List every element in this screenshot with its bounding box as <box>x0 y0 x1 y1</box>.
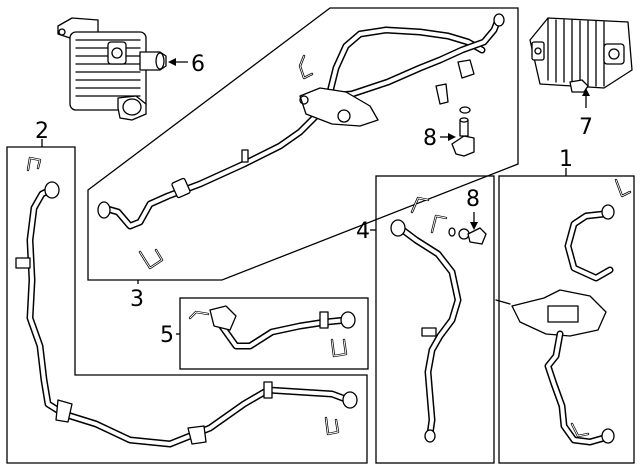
callout-8-upper-arrow <box>448 133 456 141</box>
callout-3: 3 <box>130 287 144 312</box>
part-4-frame <box>375 175 495 464</box>
callout-6-arrow <box>168 58 176 66</box>
callout-4: 4 <box>356 219 370 244</box>
hose-assembly-part-3 <box>97 13 505 270</box>
oil-cooler-part-7 <box>529 17 633 93</box>
hose-part-4 <box>390 196 470 443</box>
part-2-frame <box>6 146 368 464</box>
callout-7: 7 <box>579 115 593 140</box>
callout-6: 6 <box>191 52 205 77</box>
hose-assembly-part-1 <box>495 178 632 446</box>
callout-8-upper: 8 <box>423 126 437 151</box>
callout-1: 1 <box>559 147 573 172</box>
callout-8-lower-arrow <box>470 222 478 230</box>
part-3-frame <box>87 7 519 281</box>
fitting-part-8-upper <box>451 117 475 157</box>
oil-cooler-part-6 <box>57 17 167 121</box>
hose-part-2 <box>15 156 358 448</box>
fitting-part-8-lower <box>467 227 487 245</box>
callout-7-arrow <box>582 88 590 96</box>
callout-2: 2 <box>35 119 49 144</box>
hose-part-5 <box>188 305 356 358</box>
callout-8-lower: 8 <box>466 187 480 212</box>
callout-5: 5 <box>160 323 174 348</box>
